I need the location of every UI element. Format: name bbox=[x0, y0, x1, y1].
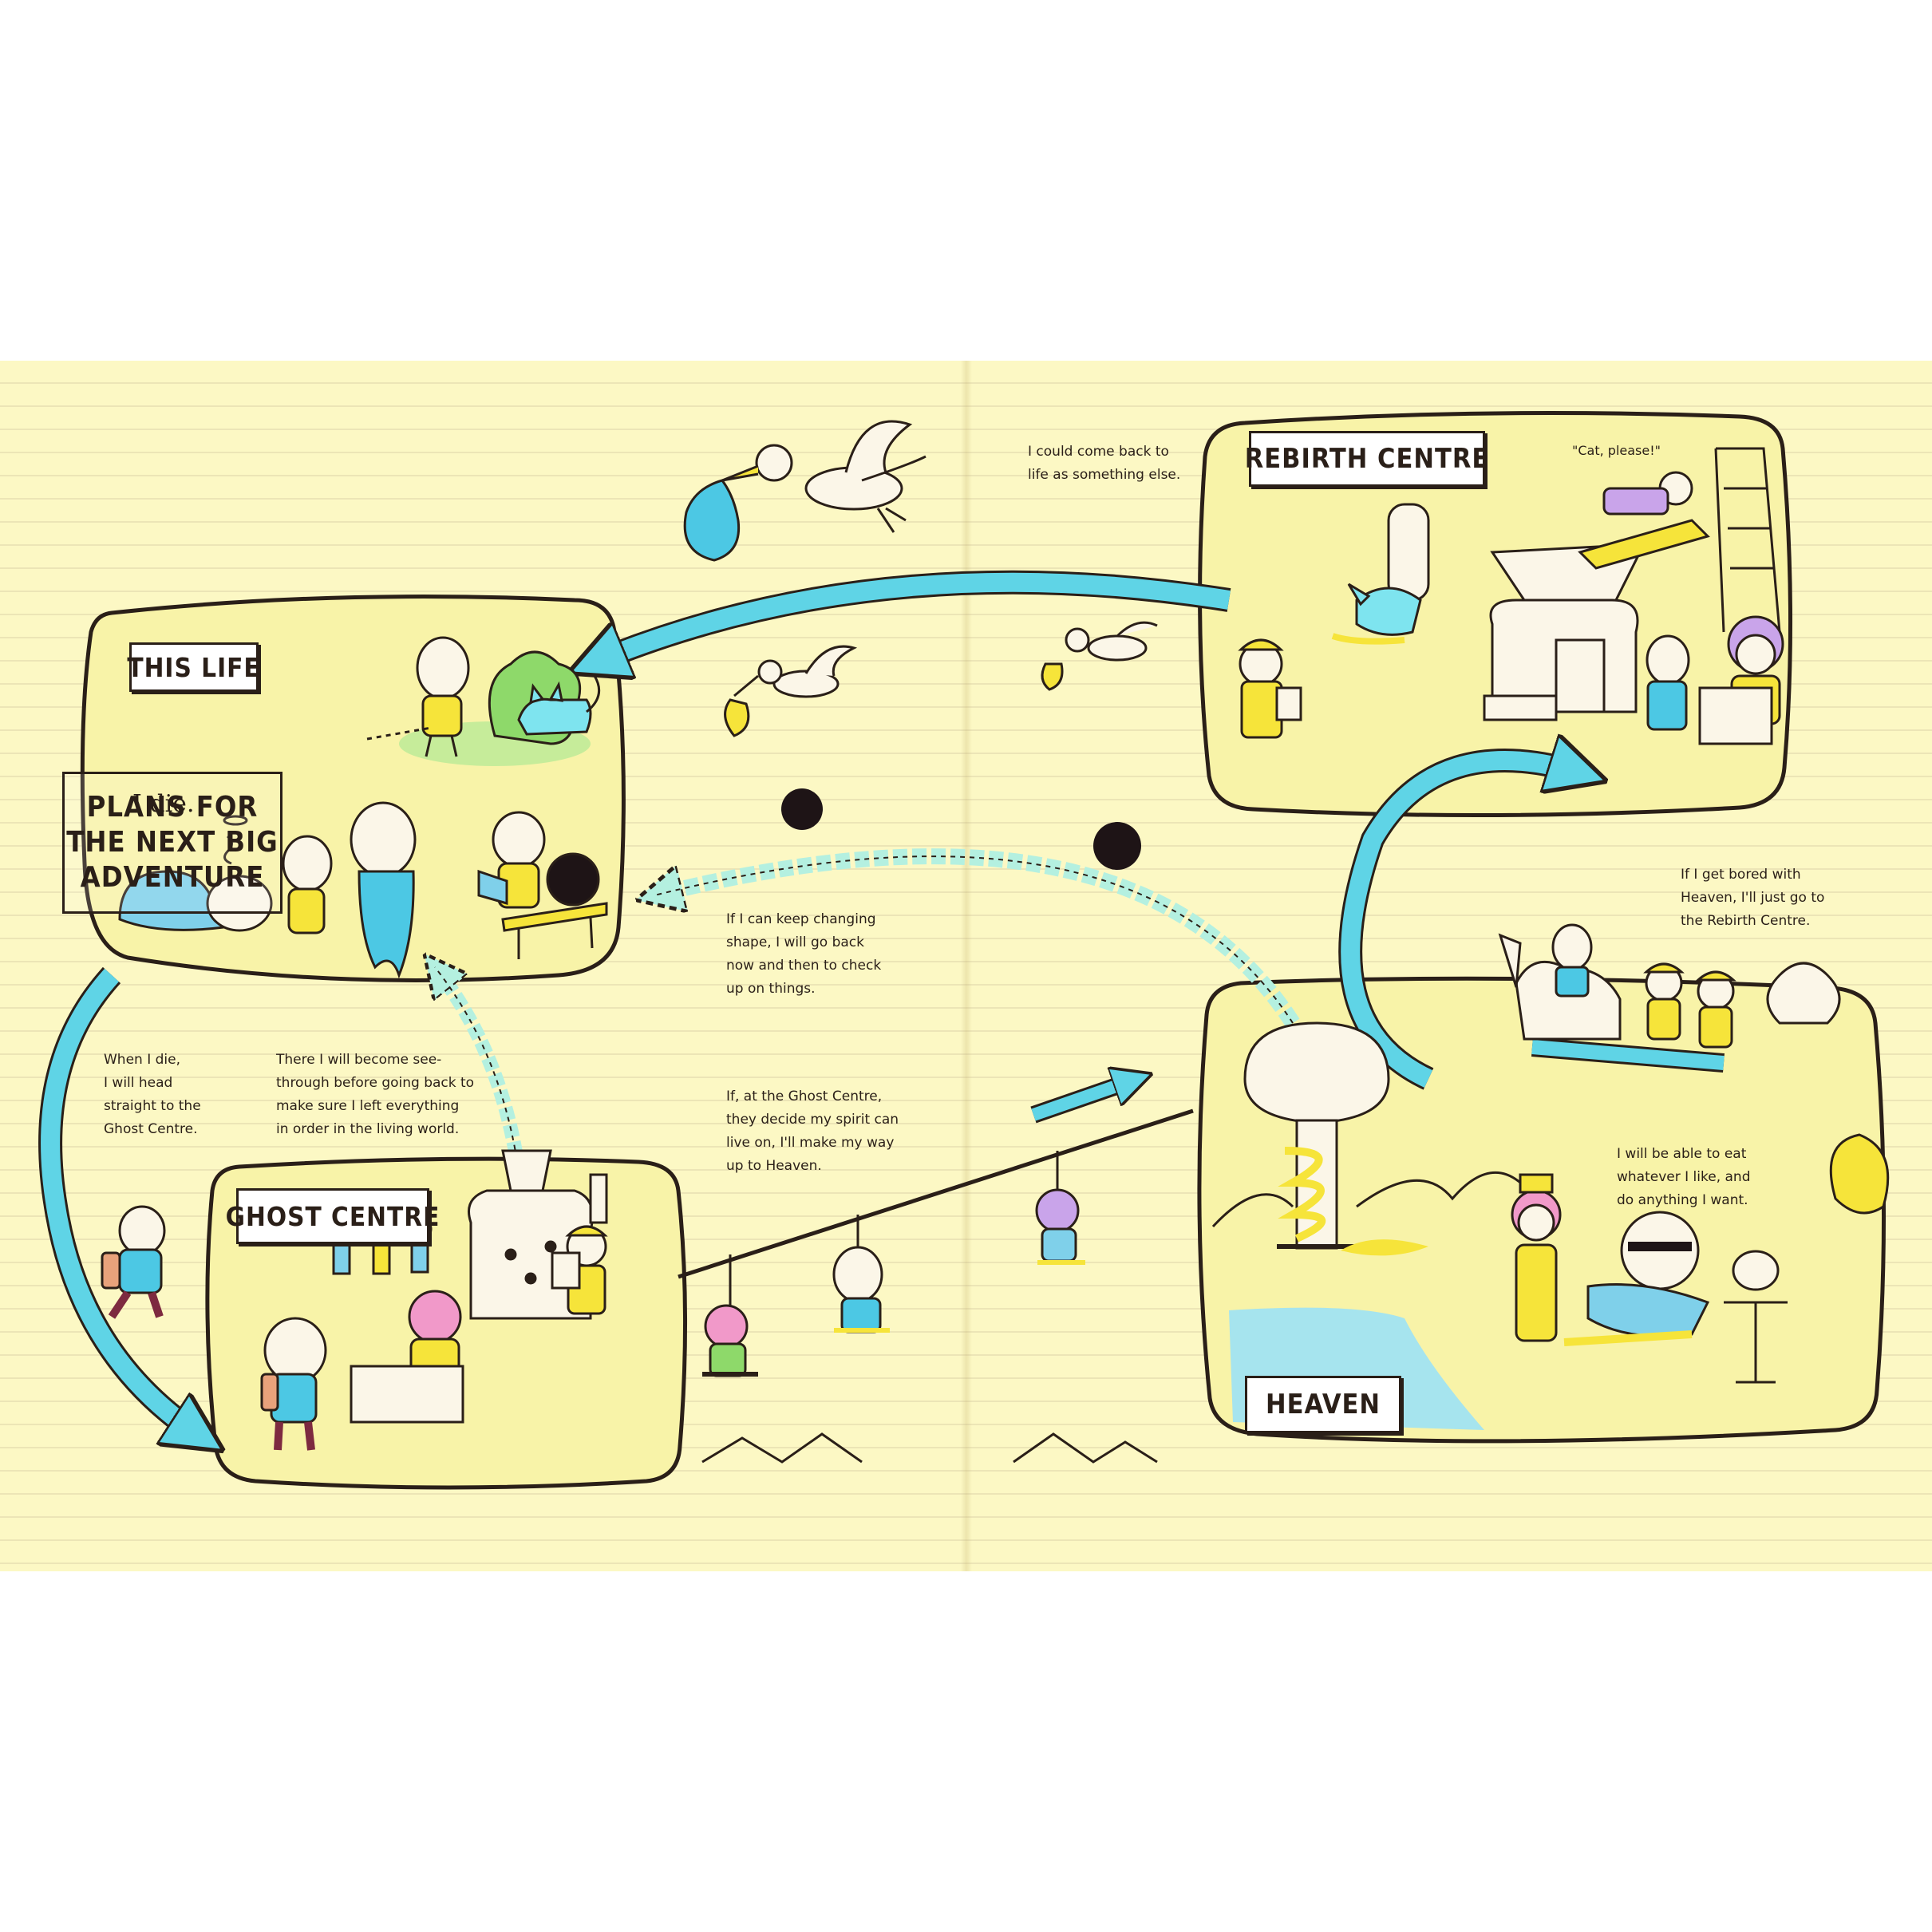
note-keep-changing-line-1: If I can keep changing bbox=[726, 911, 876, 927]
note-when-i-die: When I die, I will head straight to the … bbox=[104, 1049, 201, 1141]
camel-rider bbox=[1498, 923, 1622, 1041]
note-ghost-centre-decide: If, at the Ghost Centre, they decide my … bbox=[726, 1085, 899, 1178]
label-rebirth-centre: REBIRTH CENTRE bbox=[1245, 431, 1488, 487]
ghost-self bbox=[350, 801, 417, 979]
rider-pink-hair bbox=[702, 1304, 758, 1377]
note-come-back-line-2: life as something else. bbox=[1028, 467, 1181, 483]
yellow-cap-worker bbox=[551, 1225, 608, 1315]
note-bored-heaven: If I get bored with Heaven, I'll just go… bbox=[1681, 863, 1824, 933]
arrow-life-to-ghost bbox=[41, 968, 203, 1438]
note-ghost-centre-decide-line-2: they decide my spirit can bbox=[726, 1112, 899, 1128]
note-ghost-centre-decide-line-4: up to Heaven. bbox=[726, 1158, 822, 1174]
note-when-i-die-line-3: straight to the bbox=[104, 1098, 201, 1114]
note-bored-heaven-line-2: Heaven, I'll just go to bbox=[1681, 890, 1825, 906]
note-ghost-centre-decide-line-3: live on, I'll make my way bbox=[726, 1135, 895, 1151]
clipboard-man bbox=[1238, 638, 1302, 739]
relaxing-man bbox=[1563, 1211, 1710, 1346]
reading-child bbox=[477, 811, 608, 959]
jumping-cat-icon bbox=[1347, 583, 1422, 636]
title-line-1: PLANS FOR bbox=[86, 791, 259, 824]
page-gutter bbox=[961, 361, 972, 1571]
dashed-arrow-heaven-to-life bbox=[654, 848, 1300, 1028]
note-come-back-line-1: I could come back to bbox=[1028, 444, 1169, 460]
label-heaven: HEAVEN bbox=[1245, 1376, 1401, 1433]
yellow-duo bbox=[1643, 962, 1736, 1049]
label-this-life: THIS LIFE bbox=[127, 642, 260, 692]
arrow-heaven-to-rebirth bbox=[1341, 761, 1584, 1088]
heaven-scene bbox=[1211, 923, 1890, 1430]
black-bomb-2 bbox=[1093, 822, 1141, 870]
label-ghost-centre: GHOST CENTRE bbox=[226, 1188, 439, 1244]
man-on-platform bbox=[1602, 471, 1693, 516]
illustration-canvas bbox=[38, 411, 1890, 1490]
book-spread: PLANS FOR THE NEXT BIG ADVENTURE THIS LI… bbox=[0, 361, 1932, 1571]
note-eat-whatever-line-1: I will be able to eat bbox=[1617, 1146, 1747, 1162]
note-see-through-line-4: in order in the living world. bbox=[276, 1121, 460, 1137]
spread-title: PLANS FOR THE NEXT BIG ADVENTURE bbox=[62, 772, 282, 914]
rider-purple-hair bbox=[1035, 1188, 1085, 1265]
cable-line bbox=[678, 1108, 1194, 1279]
title-line-3: ADVENTURE bbox=[80, 861, 265, 894]
person-in-bed bbox=[118, 870, 273, 932]
note-bored-heaven-line-3: the Rebirth Centre. bbox=[1681, 913, 1811, 929]
stork-small-1 bbox=[724, 645, 858, 737]
waitress bbox=[1511, 1173, 1562, 1342]
note-keep-changing: If I can keep changing shape, I will go … bbox=[726, 908, 881, 1001]
title-line-2: THE NEXT BIG bbox=[66, 826, 279, 859]
arrow-to-heaven bbox=[1031, 1079, 1137, 1121]
this-life-scene bbox=[118, 636, 608, 979]
speech-i-die: I die. bbox=[132, 790, 195, 818]
note-eat-whatever: I will be able to eat whatever I like, a… bbox=[1617, 1143, 1751, 1212]
drink-table bbox=[1724, 1250, 1788, 1384]
black-bomb-1 bbox=[781, 788, 823, 830]
note-when-i-die-line-2: I will head bbox=[104, 1075, 173, 1091]
note-eat-whatever-line-3: do anything I want. bbox=[1617, 1192, 1748, 1208]
child-near-bed bbox=[282, 835, 333, 934]
note-keep-changing-line-2: shape, I will go back bbox=[726, 934, 864, 950]
speech-cat-please: "Cat, please!" bbox=[1572, 439, 1661, 462]
speech-cat-please-text: "Cat, please!" bbox=[1572, 443, 1661, 458]
stork-with-cat-icon bbox=[683, 420, 926, 562]
note-keep-changing-line-3: now and then to check bbox=[726, 958, 882, 974]
backpacker bbox=[260, 1317, 327, 1451]
ghost-centre-scene bbox=[101, 1149, 608, 1451]
ghost-centre-clerk bbox=[350, 1290, 464, 1424]
note-when-i-die-line-1: When I die, bbox=[104, 1052, 181, 1068]
note-come-back: I could come back to life as something e… bbox=[1028, 441, 1180, 487]
stork-small-2 bbox=[1041, 621, 1158, 691]
note-when-i-die-line-4: Ghost Centre. bbox=[104, 1121, 198, 1137]
note-see-through-line-2: through before going back to bbox=[276, 1075, 475, 1091]
applicant-and-clerk bbox=[1646, 615, 1784, 745]
walking-child bbox=[416, 636, 470, 757]
rebirth-centre-scene bbox=[1238, 447, 1784, 745]
heaven-cyan-path bbox=[1531, 1040, 1725, 1070]
cat-icon bbox=[517, 675, 601, 736]
note-keep-changing-line-4: up on things. bbox=[726, 981, 816, 997]
walking-backpacker bbox=[101, 1205, 166, 1319]
note-see-through: There I will become see- through before … bbox=[276, 1049, 474, 1141]
note-bored-heaven-line-1: If I get bored with bbox=[1681, 867, 1801, 883]
rider-camera bbox=[832, 1246, 890, 1333]
note-ghost-centre-decide-line-1: If, at the Ghost Centre, bbox=[726, 1088, 883, 1104]
note-see-through-line-3: make sure I left everything bbox=[276, 1098, 460, 1114]
note-eat-whatever-line-2: whatever I like, and bbox=[1617, 1169, 1751, 1185]
arrow-rebirth-to-life bbox=[591, 572, 1231, 664]
note-see-through-line-1: There I will become see- bbox=[276, 1052, 442, 1068]
cable-riders bbox=[701, 1151, 1158, 1464]
